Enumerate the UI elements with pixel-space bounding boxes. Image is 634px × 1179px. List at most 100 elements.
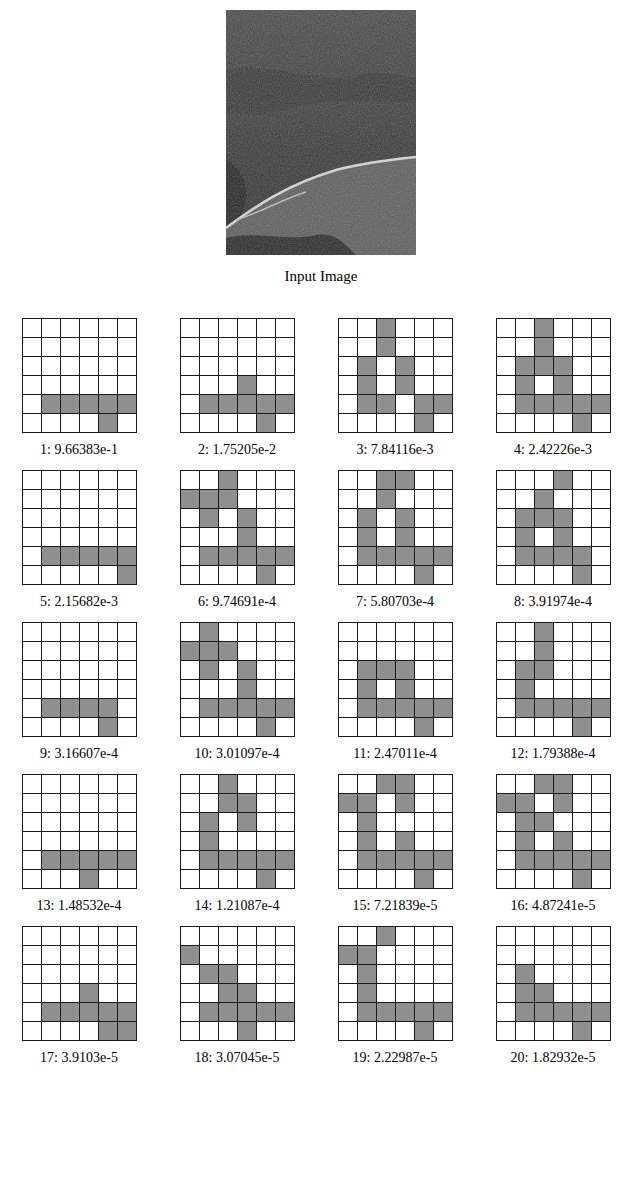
- grid-cell: [257, 680, 276, 699]
- grid-cell: [516, 338, 535, 357]
- grid-cell: [339, 965, 358, 984]
- grid-cell: [516, 946, 535, 965]
- grid-cell: [42, 794, 61, 813]
- grid-cell: [377, 927, 396, 946]
- grid-cell: [23, 528, 42, 547]
- grid-cell: [238, 680, 257, 699]
- grid-cell: [554, 984, 573, 1003]
- grid-cell: [535, 319, 554, 338]
- grid-cell: [276, 414, 295, 433]
- grid-cell: [181, 775, 200, 794]
- grid-cell: [99, 566, 118, 585]
- grid-cell: [396, 490, 415, 509]
- grid-cell: [238, 965, 257, 984]
- basis-grid: [497, 623, 611, 737]
- grid-cell: [219, 851, 238, 870]
- grid-cell: [99, 1003, 118, 1022]
- grid-cell: [535, 376, 554, 395]
- grid-caption: 16: 4.87241e-5: [511, 898, 596, 914]
- grid-cell: [181, 965, 200, 984]
- grid-cell: [516, 414, 535, 433]
- grid-cell: [377, 775, 396, 794]
- grid-cell: [276, 680, 295, 699]
- grid-cell: [80, 813, 99, 832]
- grid-cell: [118, 1003, 137, 1022]
- grid-cell: [181, 376, 200, 395]
- grid-cell: [257, 794, 276, 813]
- grid-cell: [219, 661, 238, 680]
- grid-cell: [238, 547, 257, 566]
- grid-cell: [497, 661, 516, 680]
- grid-cell: [276, 661, 295, 680]
- grid-cell: [61, 1003, 80, 1022]
- grid-cell: [434, 376, 453, 395]
- grid-cell: [219, 946, 238, 965]
- grid-cell: [592, 680, 611, 699]
- grid-cell: [339, 1022, 358, 1041]
- grid-cell: [238, 395, 257, 414]
- grid-cell: [358, 794, 377, 813]
- basis-grid: [23, 623, 137, 737]
- grid-cell: [80, 338, 99, 357]
- grid-cell: [61, 376, 80, 395]
- grid-cell: [80, 699, 99, 718]
- grid-cell: [377, 490, 396, 509]
- grid-cell: [61, 794, 80, 813]
- grid-cell: [61, 319, 80, 338]
- grid-caption: 12: 1.79388e-4: [511, 746, 596, 762]
- grid-cell: [415, 661, 434, 680]
- grid-cell: [118, 623, 137, 642]
- grid-cell: [99, 984, 118, 1003]
- grid-cell: [118, 319, 137, 338]
- grid-cell: [80, 642, 99, 661]
- grid-cell: [257, 528, 276, 547]
- grid-cell: [592, 566, 611, 585]
- grid-cell: [396, 718, 415, 737]
- grid-cell: [23, 699, 42, 718]
- grid-cell: [42, 1003, 61, 1022]
- grid-cell: [276, 1022, 295, 1041]
- grid-cell: [23, 984, 42, 1003]
- grid-cell: [200, 1003, 219, 1022]
- grid-cell: [377, 357, 396, 376]
- grid-cell: [339, 623, 358, 642]
- grid-cell: [573, 566, 592, 585]
- grid-cell: [61, 395, 80, 414]
- grid-cell: [181, 509, 200, 528]
- grid-cell: [181, 490, 200, 509]
- grid-cell: [219, 509, 238, 528]
- grid-cell: [42, 984, 61, 1003]
- grid-cell: [61, 547, 80, 566]
- grid-cell: [592, 414, 611, 433]
- grid-cell: [23, 319, 42, 338]
- grid-cell: [80, 623, 99, 642]
- grid-cell: [554, 414, 573, 433]
- grid-cell: [497, 395, 516, 414]
- grid-cell: [554, 528, 573, 547]
- grid-cell: [415, 1003, 434, 1022]
- grid-cell: [42, 414, 61, 433]
- grid-cell: [61, 338, 80, 357]
- grid-cell: [23, 471, 42, 490]
- grid-cell: [42, 395, 61, 414]
- grid-cell: [377, 338, 396, 357]
- grid-cell: [61, 357, 80, 376]
- grid-cell: [554, 946, 573, 965]
- grid-cell: [358, 319, 377, 338]
- grid-cell: [377, 1003, 396, 1022]
- grid-cell: [219, 794, 238, 813]
- grid-cell: [358, 718, 377, 737]
- grid-cell: [23, 338, 42, 357]
- grid-cell: [497, 642, 516, 661]
- grid-caption: 11: 2.47011e-4: [353, 746, 437, 762]
- grid-cell: [257, 414, 276, 433]
- grid-cell: [99, 680, 118, 699]
- basis-grid: [497, 319, 611, 433]
- grid-cell: [434, 547, 453, 566]
- grid-caption: 14: 1.21087e-4: [195, 898, 280, 914]
- grid-cell: [535, 642, 554, 661]
- grid-cell: [377, 718, 396, 737]
- grid-cell: [257, 661, 276, 680]
- grid-cell: [276, 623, 295, 642]
- grid-cell: [80, 414, 99, 433]
